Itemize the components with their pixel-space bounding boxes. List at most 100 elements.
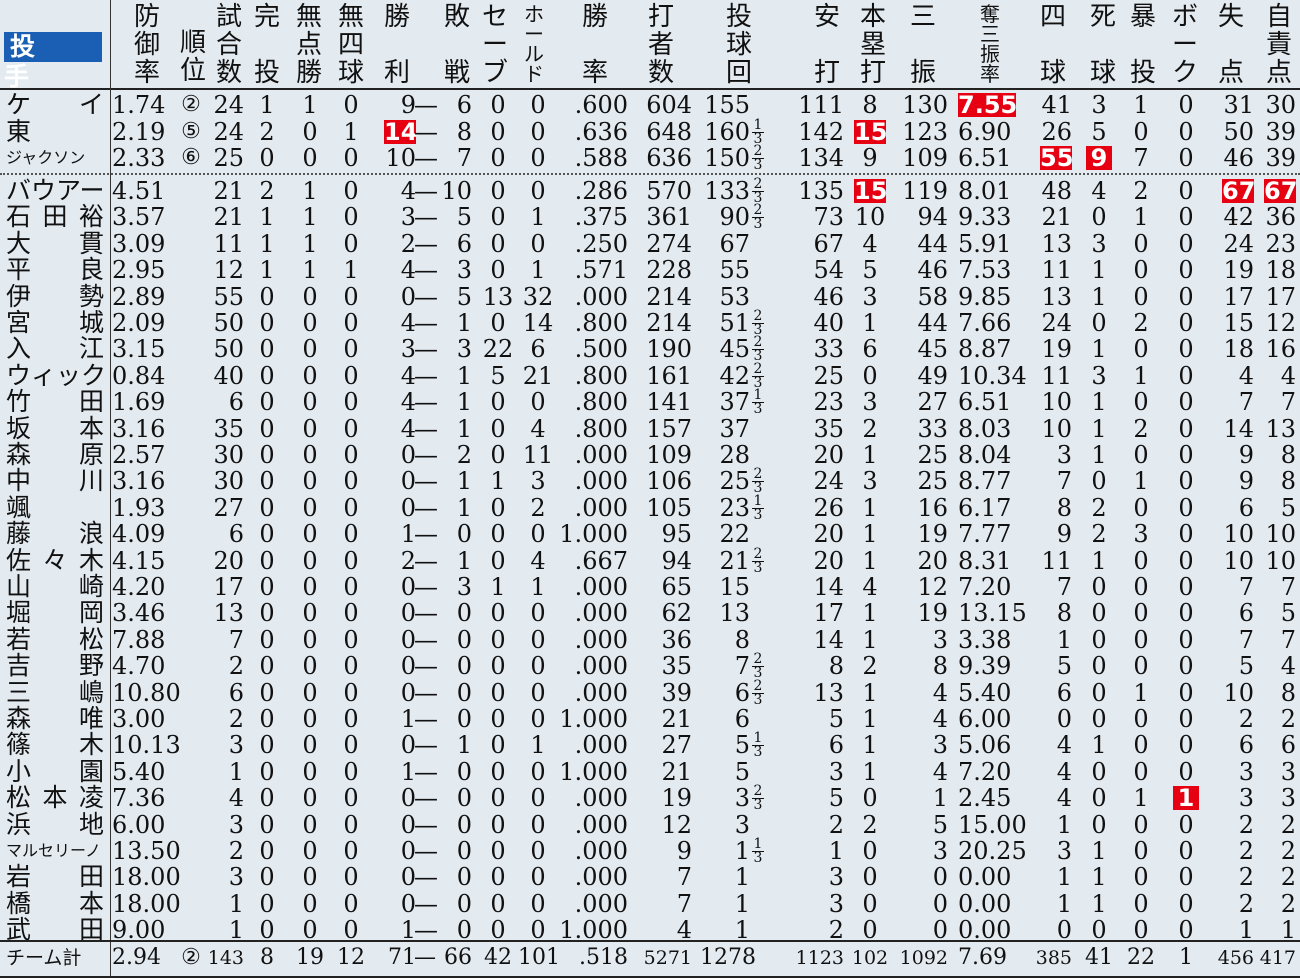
- cell-l: 3: [456, 256, 472, 285]
- cell-games: 2: [228, 652, 244, 681]
- pitcher-name: 東: [6, 116, 32, 146]
- cell-rank: [174, 468, 208, 494]
- cell-bf: 21: [661, 705, 692, 733]
- cell-pct: .000: [574, 282, 628, 311]
- header-char: 完: [254, 2, 281, 32]
- cell-sv: 0: [490, 256, 506, 285]
- cell-ip: 15: [719, 573, 750, 601]
- cell-so: 119: [902, 177, 948, 205]
- cell-wp: 0: [1133, 916, 1149, 945]
- cell-nobb: 0: [343, 625, 359, 654]
- cell-rank: [174, 891, 208, 917]
- cell-so: 45: [917, 335, 948, 364]
- cell-er: 36: [1265, 203, 1296, 232]
- cell-games: 24: [213, 91, 244, 119]
- cell-rank: ⑤: [181, 118, 201, 144]
- cell-hld: 101: [518, 945, 560, 970]
- cell-k9: 5.40: [958, 678, 1012, 707]
- cell-cg: 0: [259, 705, 275, 733]
- cell-w: 9: [400, 91, 416, 119]
- cell-so: 5: [932, 810, 948, 839]
- header-er: 自責点: [1262, 0, 1300, 88]
- cell-cg: 0: [259, 573, 275, 601]
- cell-hr: 5: [862, 256, 878, 285]
- cell-so: 58: [917, 282, 948, 311]
- cell-l: 6: [456, 229, 472, 258]
- cell-bb: 19: [1041, 335, 1072, 364]
- header-char: 四: [1040, 2, 1067, 32]
- cell-sho: 0: [302, 625, 318, 654]
- cell-hld: 0: [530, 652, 546, 681]
- cell-er: 7: [1280, 625, 1296, 654]
- cell-ip: 133: [704, 177, 750, 205]
- name-column-divider: [110, 0, 111, 978]
- cell-wp: 1: [1133, 91, 1149, 119]
- header-char: 責: [1266, 30, 1293, 60]
- cell-bb: 7: [1056, 467, 1072, 496]
- cell-er: 2: [1280, 889, 1296, 918]
- cell-l: 1: [456, 414, 472, 443]
- cell-rank: [174, 521, 208, 547]
- cell-era: 3.09: [112, 229, 166, 258]
- cell-era: 3.46: [112, 599, 166, 628]
- wl-dash: —: [414, 810, 438, 839]
- cell-sho: 0: [302, 546, 318, 575]
- cell-so: 49: [917, 361, 948, 390]
- cell-nobb: 0: [343, 889, 359, 918]
- cell-era: 6.00: [112, 810, 166, 839]
- wl-dash: —: [414, 335, 438, 364]
- cell-r: 10: [1223, 546, 1254, 575]
- cell-bk: 0: [1178, 493, 1194, 522]
- cell-k9: 5.06: [958, 731, 1012, 760]
- cell-r: 5: [1238, 652, 1254, 681]
- cell-hld: 3: [530, 467, 546, 496]
- cell-era: 2.33: [112, 144, 166, 172]
- cell-ip: 3: [734, 784, 750, 813]
- cell-l: 6: [456, 91, 472, 119]
- cell-h: 46: [813, 282, 844, 311]
- cell-wp: 0: [1133, 599, 1149, 628]
- cell-bb: 3: [1056, 441, 1072, 469]
- header-ip: 投球回: [722, 0, 762, 88]
- cell-games: 7: [228, 625, 244, 654]
- cell-pct: .500: [574, 335, 628, 364]
- cell-hr: 1: [862, 599, 878, 628]
- wl-dash: —: [414, 599, 438, 628]
- cell-k9: 7.20: [958, 757, 1012, 786]
- cell-er: 7: [1280, 573, 1296, 601]
- cell-k9: 7.20: [958, 573, 1012, 601]
- cell-era: 2.09: [112, 309, 166, 337]
- cell-h: 17: [813, 599, 844, 628]
- cell-bk: 0: [1178, 520, 1194, 549]
- header-char: 投: [726, 2, 753, 32]
- cell-so: 0: [932, 889, 948, 918]
- cell-hbp: 3: [1091, 361, 1107, 390]
- cell-k9: 13.15: [958, 599, 1027, 628]
- cell-k9: 10.34: [958, 361, 1027, 390]
- cell-era: 4.70: [112, 652, 166, 681]
- cell-l: 0: [456, 916, 472, 945]
- cell-sho: 0: [302, 837, 318, 865]
- cell-pct: .667: [574, 546, 628, 575]
- cell-era: 2.19: [112, 117, 166, 146]
- cell-w: 3: [400, 335, 416, 364]
- cell-nobb: 0: [343, 652, 359, 681]
- cell-bk: 0: [1178, 361, 1194, 390]
- cell-games: 1: [228, 916, 244, 945]
- cell-r: 2: [1238, 863, 1254, 892]
- pitcher-name: 橋 本: [6, 888, 104, 918]
- cell-bb: 11: [1041, 546, 1072, 575]
- cell-sv: 0: [490, 889, 506, 918]
- cell-cg: 0: [259, 757, 275, 786]
- cell-bb: 11: [1041, 256, 1072, 285]
- cell-pct: .000: [574, 573, 628, 601]
- cell-rank: [174, 732, 208, 758]
- cell-bb: 21: [1041, 203, 1072, 232]
- cell-ip: 45: [719, 335, 750, 364]
